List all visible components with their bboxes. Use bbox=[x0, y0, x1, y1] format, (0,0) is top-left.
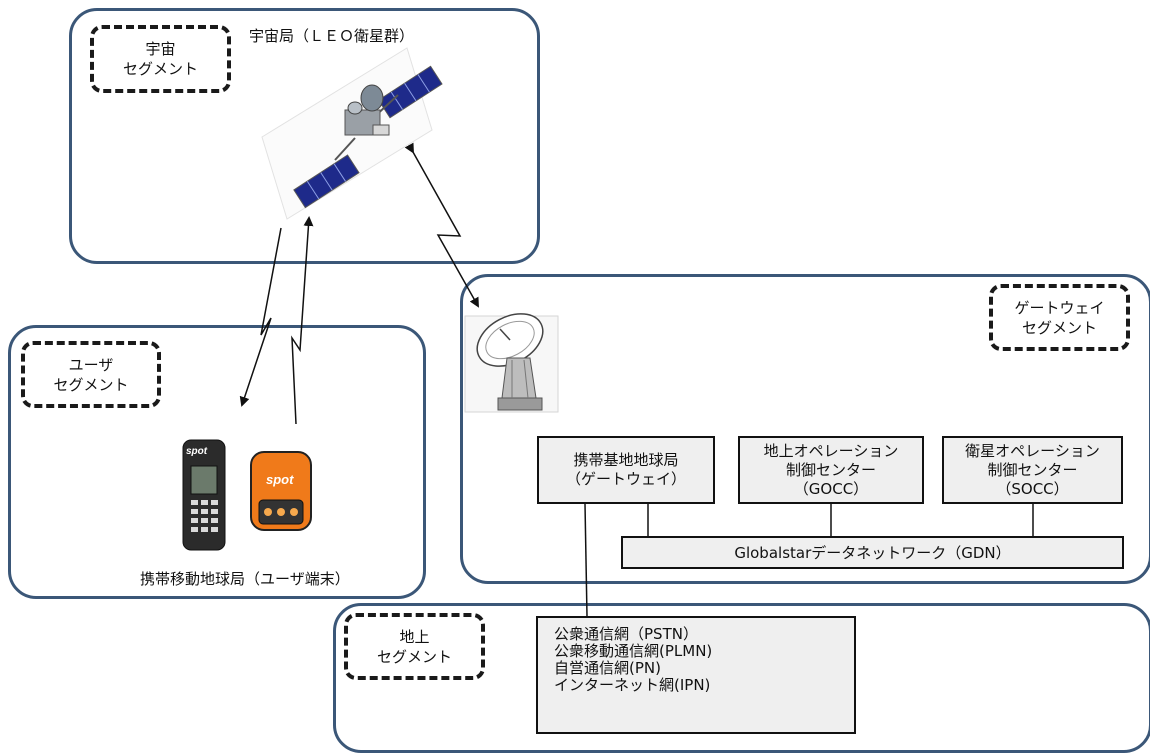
gocc-line-2: 制御センター bbox=[785, 460, 876, 479]
phone-brand-label: spot bbox=[186, 446, 208, 457]
space-tag-line-1: 宇宙 bbox=[145, 40, 176, 58]
network-pstn: 公衆通信網（PSTN） bbox=[554, 625, 698, 643]
user-terminal-caption: 携帯移動地球局（ユーザ端末） bbox=[140, 570, 350, 588]
network-plmn: 公衆移動通信網(PLMN) bbox=[554, 642, 713, 660]
gateway-segment-tag: ゲートウェイ セグメント bbox=[989, 284, 1130, 351]
user-tag-line-2: セグメント bbox=[53, 375, 129, 394]
public-networks-box: 公衆通信網（PSTN） 公衆移動通信網(PLMN) 自営通信網(PN) インター… bbox=[536, 616, 856, 734]
gateway-earth-station-line-2: （ゲートウェイ） bbox=[565, 470, 686, 488]
gateway-earth-station-box: 携帯基地地球局 （ゲートウェイ） bbox=[537, 436, 715, 504]
socc-box: 衛星オペレーション 制御センター （SOCC） bbox=[942, 436, 1123, 504]
network-pn: 自営通信網(PN) bbox=[554, 659, 661, 677]
ground-segment-tag: 地上 セグメント bbox=[344, 613, 485, 680]
space-segment-tag: 宇宙 セグメント bbox=[90, 25, 231, 93]
space-station-title: 宇宙局（ＬＥＯ衛星群） bbox=[249, 27, 415, 45]
gateway-earth-station-line-1: 携帯基地地球局 bbox=[573, 451, 679, 469]
user-tag-line-1: ユーザ bbox=[68, 355, 114, 374]
user-segment-tag: ユーザ セグメント bbox=[21, 341, 161, 408]
gateway-tag-line-2: セグメント bbox=[1021, 318, 1097, 337]
gocc-line-1: 地上オペレーション bbox=[763, 441, 899, 460]
ground-tag-line-1: 地上 bbox=[399, 627, 430, 646]
socc-line-3: （SOCC） bbox=[996, 479, 1069, 498]
gocc-line-3: （GOCC） bbox=[793, 479, 869, 498]
gocc-box: 地上オペレーション 制御センター （GOCC） bbox=[738, 436, 924, 504]
space-tag-line-2: セグメント bbox=[122, 60, 198, 78]
gateway-tag-line-1: ゲートウェイ bbox=[1014, 298, 1105, 317]
messenger-brand-label: spot bbox=[266, 472, 294, 487]
ground-tag-line-2: セグメント bbox=[376, 647, 452, 666]
socc-line-1: 衛星オペレーション bbox=[965, 441, 1100, 460]
network-ipn: インターネット網(IPN) bbox=[554, 676, 711, 694]
socc-line-2: 制御センター bbox=[987, 460, 1078, 479]
gdn-network-box: Globalstarデータネットワーク（GDN） bbox=[621, 536, 1124, 569]
